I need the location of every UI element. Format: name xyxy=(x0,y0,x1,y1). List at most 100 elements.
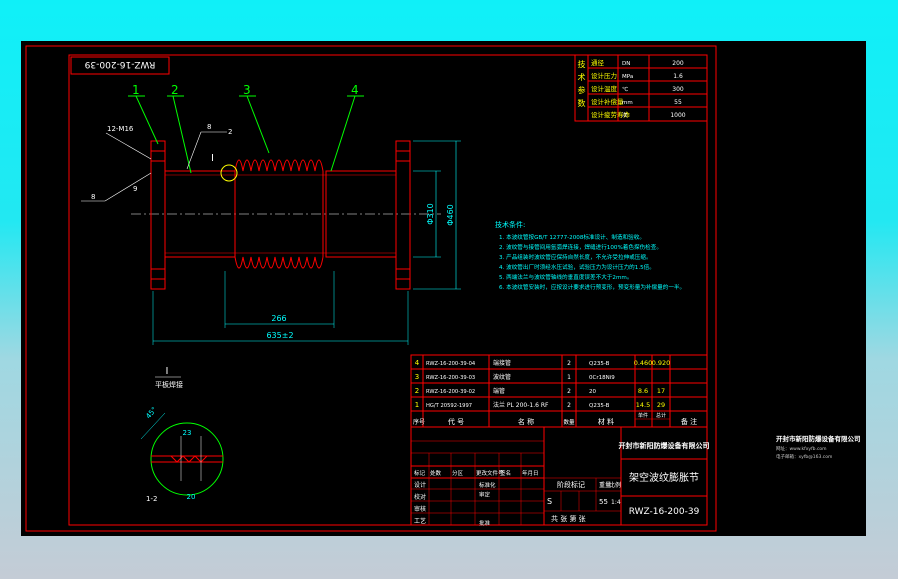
part-code: HG/T 20592-1997 xyxy=(426,403,472,409)
detail-circle xyxy=(150,422,224,496)
tech-param-value: 200 xyxy=(672,60,684,67)
header-wt-total: 总计 xyxy=(656,412,666,419)
detail-marker-label: I xyxy=(211,153,214,164)
tech-side-char: 技 xyxy=(578,59,586,69)
detail-angle: 45° xyxy=(144,406,158,421)
part-no: 4 xyxy=(415,359,420,367)
part-qty: 2 xyxy=(567,388,571,395)
part-unit-weight: 8.6 xyxy=(638,387,648,395)
requirements-block: 技术条件: 1. 本波纹管按GB/T 12777-2008标准设计、制造和验收。… xyxy=(495,220,685,291)
weight-label: 重量 xyxy=(599,481,611,489)
part-name: 端管 xyxy=(493,387,505,395)
tech-side-char: 数 xyxy=(578,98,586,108)
tech-param-value: 300 xyxy=(672,86,684,93)
part-no: 1 xyxy=(415,401,419,409)
scale-label: 比例 xyxy=(609,481,621,489)
tech-side-char: 参 xyxy=(578,85,586,95)
detail-title: I xyxy=(166,366,169,377)
tech-param-unit: DN xyxy=(622,61,630,67)
part-code: RWZ-16-200-39-02 xyxy=(426,389,475,395)
header-note: 备 注 xyxy=(681,417,697,426)
part-qty: 2 xyxy=(567,360,571,367)
side-line-2: 电子邮箱：xyfb@163.com xyxy=(776,453,832,460)
rev-header: 签名 xyxy=(500,469,511,477)
weld-label-2: 2 xyxy=(228,128,232,136)
detail-marker-circle xyxy=(220,164,238,182)
end-pipe-right xyxy=(325,170,397,258)
part-number-2: 2 xyxy=(171,83,179,97)
tech-side-char: 术 xyxy=(578,72,586,82)
requirement-line: 4. 波纹管出厂时须经水压试验，试验压力为设计压力的1.5倍。 xyxy=(499,263,655,271)
tech-param-unit: ℃ xyxy=(622,86,628,93)
header-qty: 数量 xyxy=(563,418,575,426)
part-material: Q235-B xyxy=(589,403,610,409)
part-unit-weight: 14.5 xyxy=(636,401,650,409)
part-number-3: 3 xyxy=(243,83,251,97)
requirements-title: 技术条件: xyxy=(495,220,525,229)
detail-dim-bottom: 20 xyxy=(187,493,196,501)
drawing-number: RWZ-16-200-39 xyxy=(629,507,700,517)
drawing-sheet: RWZ-16-200-39 I 1 2 3 4 xyxy=(25,45,861,532)
part-total-weight: 17 xyxy=(657,387,665,395)
part-material: Q235-B xyxy=(589,361,610,367)
part-number-1: 1 xyxy=(132,83,140,97)
detail-view: I 平板焊接 45° 23 20 1-2 xyxy=(140,366,224,503)
part-code: RWZ-16-200-39-03 xyxy=(426,375,475,381)
rev-header: 分区 xyxy=(452,469,464,477)
dim-total-length: 635±2 xyxy=(266,331,293,340)
code-box-text: RWZ-16-200-39 xyxy=(84,59,155,69)
scale-value: 1:4 xyxy=(611,499,621,506)
sheet-frame-outer xyxy=(25,45,717,532)
rev-header: 处数 xyxy=(430,469,442,477)
sheet-frame-inner xyxy=(68,54,708,526)
tech-param-value: 55 xyxy=(674,99,682,106)
cad-canvas: RWZ-16-200-39 I 1 2 3 4 xyxy=(21,41,866,536)
bellows-bottom xyxy=(234,256,324,269)
tech-param-name: 设计疲劳寿命 xyxy=(591,110,631,119)
part-material: 20 xyxy=(589,389,596,395)
code-box xyxy=(70,56,170,75)
role-left: 工艺 xyxy=(414,517,426,525)
part-name: 波纹管 xyxy=(493,373,511,381)
role-left: 校对 xyxy=(414,493,426,501)
header-wt-single: 单件 xyxy=(638,412,648,419)
weld-label-8a: 8 xyxy=(207,123,211,131)
tech-param-name: 设计补偿量 xyxy=(591,97,624,106)
main-assembly: I 1 2 3 4 12-M16 8 2 8 9 635±2 266 Φ310 xyxy=(81,83,461,345)
tech-param-unit: mm xyxy=(622,100,633,106)
part-no: 2 xyxy=(415,387,419,395)
tech-param-unit: 次 xyxy=(622,111,628,119)
product-name: 架空波纹膨胀节 xyxy=(629,471,699,484)
role-right: 标准化 xyxy=(479,481,496,489)
part-name: 端接管 xyxy=(493,359,511,367)
role-right: 批准 xyxy=(479,519,491,527)
bellows-top xyxy=(234,159,324,172)
bolt-label: 12-M16 xyxy=(107,125,134,133)
weight-value: 55 xyxy=(599,498,608,506)
flange-left xyxy=(150,140,166,290)
requirement-line: 5. 两端法兰与波纹管轴线的垂直度误差不大于2mm。 xyxy=(499,273,632,281)
detail-caption: 平板焊接 xyxy=(155,380,183,389)
part-qty: 2 xyxy=(567,402,571,409)
requirement-line: 3. 产品组装时波纹管应保持自然长度，不允许受拉伸或压缩。 xyxy=(499,253,652,261)
dim-mid-length: 266 xyxy=(271,314,286,323)
role-left: 审核 xyxy=(414,505,426,513)
weld-label-8b: 8 xyxy=(91,193,95,201)
part-unit-weight: 0.460 xyxy=(634,359,653,367)
dim-inner-dia: Φ310 xyxy=(426,203,435,225)
part-total-weight: 0.920 xyxy=(652,359,671,367)
detail-section: 1-2 xyxy=(146,495,157,503)
part-no: 3 xyxy=(415,373,419,381)
header-code: 代 号 xyxy=(448,417,464,426)
requirement-line: 6. 本波纹管安装时，应按设计要求进行预变形，预变形量为补偿量的一半。 xyxy=(499,283,685,291)
tech-param-value: 1.6 xyxy=(673,73,683,80)
rev-header: 更改文件号 xyxy=(476,469,504,477)
part-material: 0Cr18Ni9 xyxy=(589,375,615,381)
tech-param-value: 1000 xyxy=(670,112,685,119)
dim-outer-dia: Φ460 xyxy=(446,204,455,226)
tech-param-name: 设计压力 xyxy=(591,71,617,80)
stage-value: S xyxy=(547,497,552,506)
company-name: 开封市新阳防爆设备有限公司 xyxy=(619,441,710,450)
